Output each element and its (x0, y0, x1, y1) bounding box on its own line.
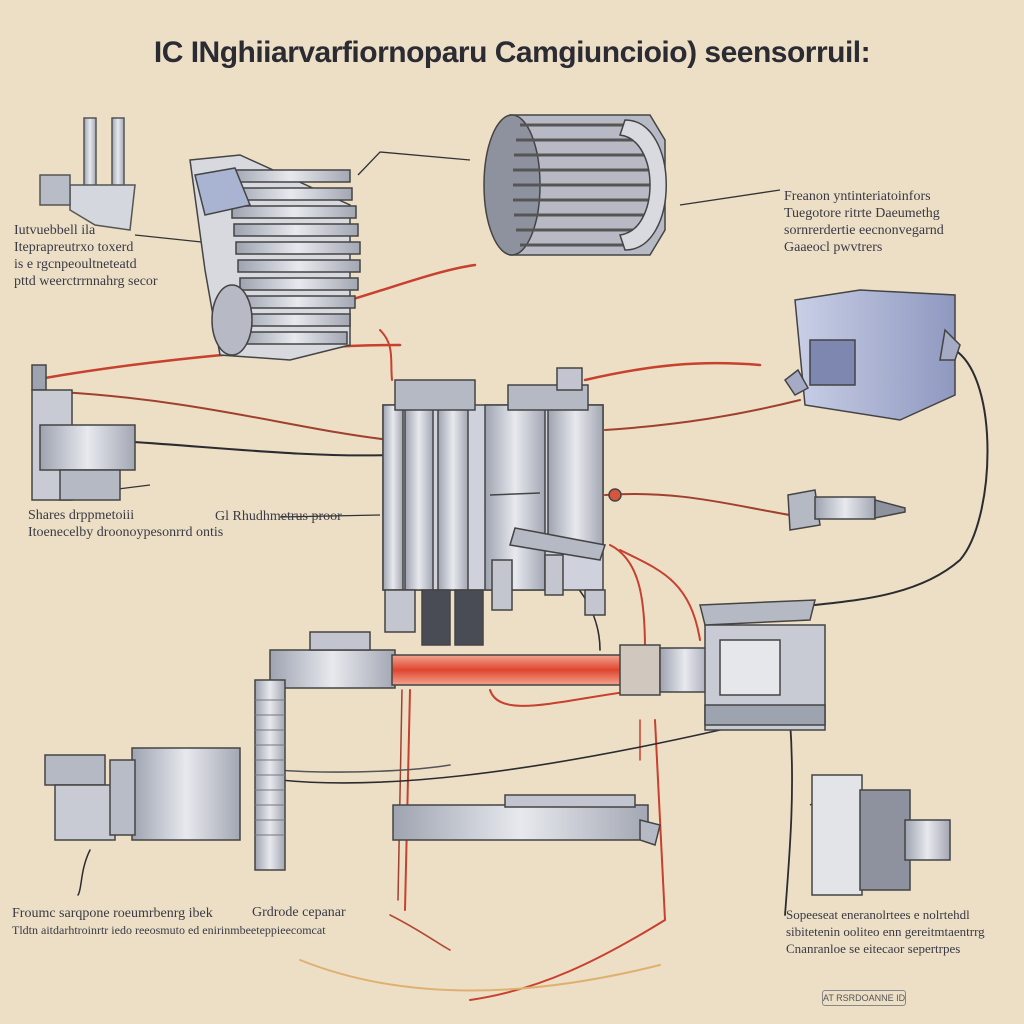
spark-plug-connector (608, 488, 906, 531)
label-mid-left: Shares drppmetoiii Itoenecelby droonoype… (28, 507, 223, 541)
bottom-left-unit (44, 679, 286, 871)
control-unit-box (783, 289, 961, 421)
sensor-rail (392, 794, 661, 846)
central-sensor-block (382, 367, 606, 646)
label-bottom-center: Grdrode cepanar (252, 905, 346, 920)
label-line: pttd weerctrrnnahrg secor (14, 274, 158, 289)
label-mid-center: Gl Rhudhmetrus proor (215, 509, 342, 524)
label-line: Froumc sarqpone roeumrbenrg ibek (12, 906, 213, 921)
label-line: Iteprapreutrxo toxerd (14, 240, 134, 255)
camshaft-assembly (269, 599, 826, 731)
label-line: Freanon yntinteriatoinfors (784, 189, 931, 204)
distributor-rotor (483, 114, 667, 256)
label-top-right: Freanon yntinteriatoinfors Tuegotore rit… (784, 188, 944, 256)
label-line: Itoenecelby droonoypesonrrd ontis (28, 525, 224, 540)
label-line: Sopeeseat eneranolrtees e nolrtehdl (786, 907, 970, 922)
label-line: Iutvuebbell ila (14, 223, 96, 238)
left-connector (31, 364, 136, 501)
footer-caption: AT RSRDOANNE IDROPINRDRCRTEAMDE (822, 990, 906, 1006)
diagram-title: IC INghiiarvarfiornoparu Camgiuncioio) s… (153, 36, 871, 69)
label-line: Cnanranloe se eitecaor sepertrpes (786, 941, 961, 956)
ignition-coil-module (189, 154, 361, 361)
label-line: sibitetenin ooliteo enn gereitmtaentrrg (786, 924, 985, 939)
label-bottom-left: Froumc sarqpone roeumrbenrg ibek Tldtn a… (12, 905, 326, 939)
label-line: Tldtn aitdarhtroinrtr iedo reeosmuto ed … (12, 923, 326, 937)
label-line: is e rgcnpeoultneteatd (14, 257, 137, 272)
bottom-right-sensor (811, 774, 951, 896)
label-line: Tuegotore ritrte Daeumethg (784, 206, 940, 221)
label-line: Gaaeocl pwvtrers (784, 240, 883, 255)
label-top-left: Iutvuebbell ila Iteprapreutrxo toxerd is… (14, 222, 158, 290)
label-line: sornrerdertie eecnonvegarnd (784, 223, 944, 238)
crank-sensor-part (39, 117, 136, 231)
label-bottom-right: Sopeeseat eneranolrtees e nolrtehdl sibi… (786, 906, 985, 957)
label-line: Shares drppmetoiii (28, 508, 135, 523)
